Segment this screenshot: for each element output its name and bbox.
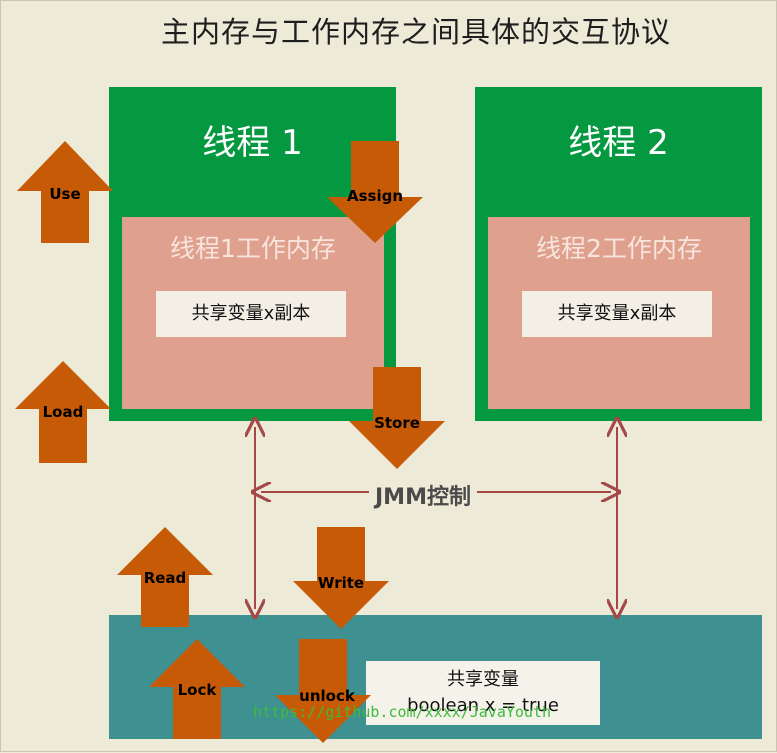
watermark-url: https://github.com/xxxx/JavaYouth [253,703,552,721]
shared-variable-value: boolean x = true [407,695,559,716]
shared-variable-label: 共享变量 [447,669,519,690]
store-arrow-icon: Store [349,367,445,469]
diagram-title: 主内存与工作内存之间具体的交互协议 [161,15,672,49]
thread-2-variable-copy: 共享变量x副本 [522,291,712,337]
thread-1-work-memory-title: 线程1工作内存 [170,234,336,263]
svg-text:unlock: unlock [299,687,356,705]
unlock-arrow-icon: unlock [275,639,371,743]
thread-2-work-memory-title: 线程2工作内存 [536,234,702,263]
lock-arrow-icon: Lock [149,639,245,739]
thread-1-title: 线程 1 [202,123,303,163]
svg-text:Store: Store [374,414,420,432]
load-arrow-icon: Load [15,361,111,463]
svg-text:Assign: Assign [347,187,403,205]
svg-text:Use: Use [49,185,80,203]
write-arrow-icon: Write [293,527,389,629]
thread-1-variable-copy: 共享变量x副本 [156,291,346,337]
thread-1-box: 线程 1 线程1工作内存 共享变量x副本 [109,87,396,421]
shared-variable-box: 共享变量 boolean x = true [366,661,600,725]
read-arrow-icon: Read [117,527,213,627]
thread-2-title: 线程 2 [568,123,669,163]
jmm-control-label: JMM控制 [369,479,477,511]
svg-text:Read: Read [144,569,187,587]
thread-1-work-memory: 线程1工作内存 共享变量x副本 [122,217,384,409]
svg-text:Write: Write [318,574,364,592]
thread-2-work-memory: 线程2工作内存 共享变量x副本 [488,217,750,409]
thread-2-box: 线程 2 线程2工作内存 共享变量x副本 [475,87,762,421]
assign-arrow-icon: Assign [327,141,423,243]
use-arrow-icon: Use [17,141,113,243]
svg-text:Lock: Lock [178,681,218,699]
svg-text:Load: Load [43,403,84,421]
